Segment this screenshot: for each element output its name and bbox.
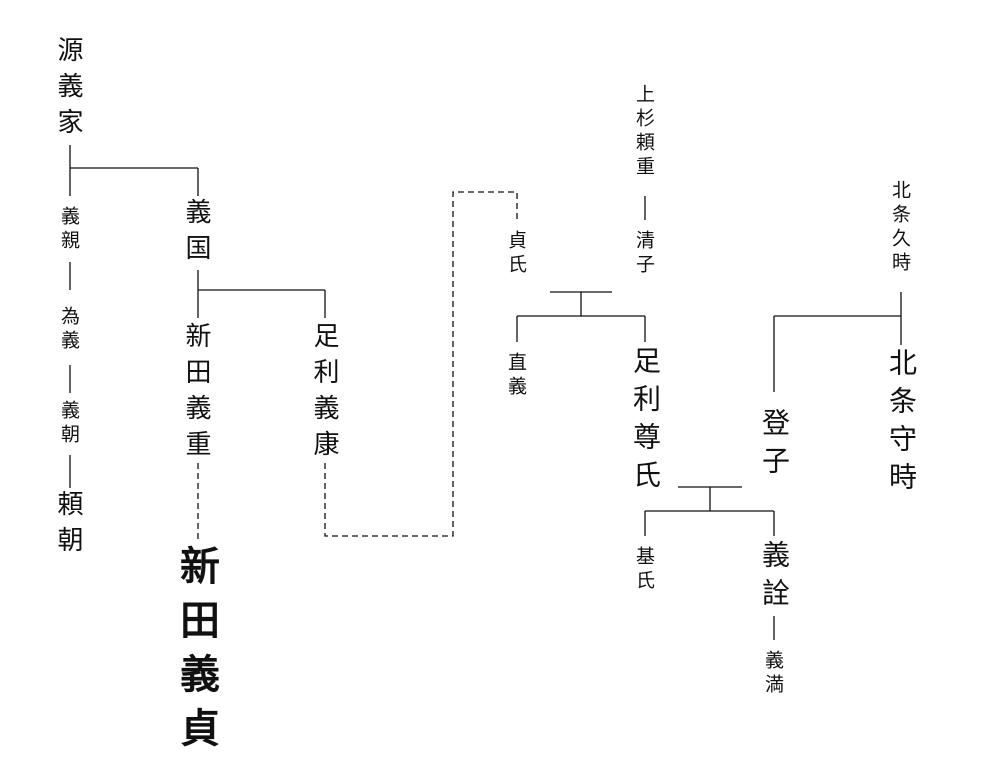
person-tameyoshi: 為義: [58, 306, 80, 354]
person-kiyoko: 清子: [633, 230, 655, 278]
dashed-yoshiyasu-sadauji: [324, 191, 518, 537]
person-yoshitomo: 義朝: [58, 400, 80, 448]
person-minamoto-yoshiie: 源義家: [53, 36, 83, 144]
person-uesugi-yorishige: 上杉頼重: [633, 84, 655, 180]
person-yoshiakira: 義詮: [758, 540, 791, 616]
person-tadayoshi: 直義: [505, 352, 527, 400]
person-yoritomo: 頼朝: [53, 490, 83, 562]
person-motouji: 基氏: [633, 546, 655, 594]
person-nitta-yoshishige: 新田義重: [181, 322, 211, 466]
person-hojo-moritoki: 北条守時: [885, 348, 918, 500]
person-yoshichika: 義親: [58, 206, 80, 254]
person-hojo-hisatoki: 北条久時: [889, 180, 911, 276]
person-toshiko: 登子: [758, 408, 791, 484]
person-ashikaga-takauji: 足利尊氏: [629, 346, 662, 498]
person-yoshikuni: 義国: [181, 198, 211, 270]
person-yoshimitsu: 義満: [762, 650, 784, 698]
person-sadauji: 貞氏: [505, 230, 527, 278]
person-ashikaga-yoshiyasu: 足利義康: [309, 322, 339, 466]
person-nitta-yoshisada: 新田義貞: [173, 545, 220, 761]
